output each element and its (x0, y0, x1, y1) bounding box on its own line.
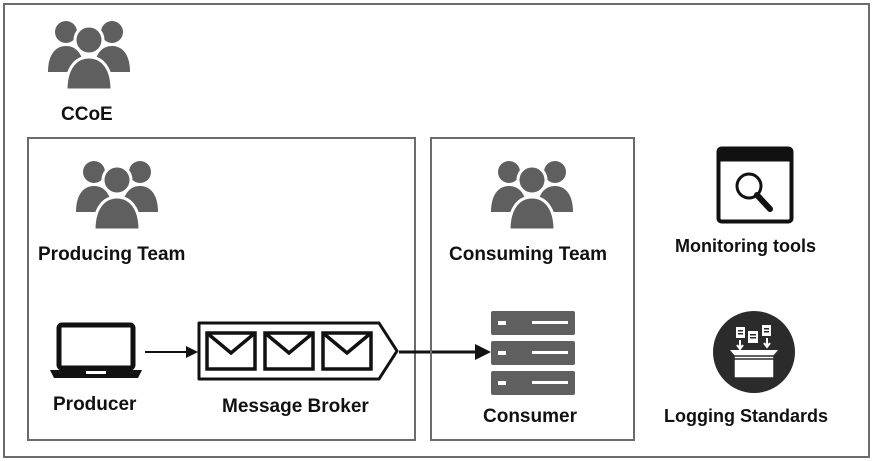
producing-team-users-icon (76, 154, 158, 232)
arrow-producer-to-broker (144, 342, 200, 362)
monitoring-tools-label: Monitoring tools (675, 236, 816, 256)
arrow-broker-to-consumer (398, 341, 492, 363)
producing-team-label: Producing Team (38, 244, 186, 265)
ccoe-container (3, 3, 870, 458)
consuming-team-users-icon (491, 154, 573, 232)
magnifier-window-icon (716, 146, 794, 224)
producer-label: Producer (53, 394, 137, 415)
logging-box-icon (712, 310, 796, 394)
message-broker-queue-icon (196, 320, 400, 382)
laptop-icon (48, 322, 144, 380)
ccoe-label: CCoE (61, 104, 113, 125)
envelope-icon (321, 331, 373, 371)
consuming-team-label: Consuming Team (449, 244, 607, 265)
consuming-team-container (430, 137, 635, 441)
envelope-icon (263, 331, 315, 371)
consumer-label: Consumer (483, 406, 577, 427)
logging-standards-label: Logging Standards (664, 406, 828, 426)
producing-team-container (27, 137, 416, 441)
server-stack-icon (490, 310, 576, 396)
ccoe-users-icon (48, 14, 130, 92)
envelope-icon (205, 331, 257, 371)
message-broker-label: Message Broker (222, 396, 369, 417)
